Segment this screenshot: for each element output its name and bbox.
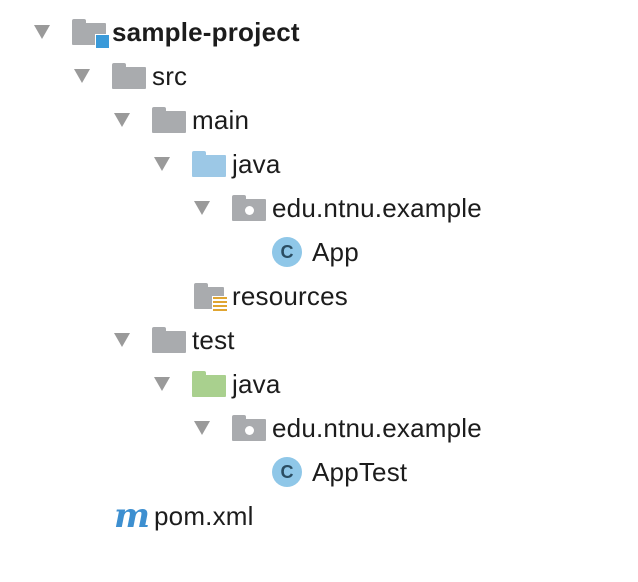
module-folder-icon	[72, 19, 110, 49]
chevron-down-icon[interactable]	[154, 157, 170, 171]
chevron-down-icon[interactable]	[34, 25, 50, 39]
tree-node-test-package[interactable]: edu.ntnu.example	[194, 410, 482, 446]
chevron-down-icon[interactable]	[154, 377, 170, 391]
folder-icon	[152, 107, 186, 133]
tree-node-label: edu.ntnu.example	[272, 192, 482, 223]
tree-node-main[interactable]: main	[114, 102, 249, 138]
maven-icon: m	[114, 496, 150, 536]
tree-node-sample-project[interactable]: sample-project	[34, 14, 300, 50]
tree-node-src[interactable]: src	[74, 58, 187, 94]
tree-node-main-package[interactable]: edu.ntnu.example	[194, 190, 482, 226]
source-root-folder-icon	[192, 151, 226, 177]
tree-node-label: pom.xml	[154, 500, 254, 531]
chevron-down-icon[interactable]	[114, 113, 130, 127]
tree-node-label: test	[192, 324, 235, 355]
resources-folder-icon	[194, 283, 228, 312]
tree-node-label: sample-project	[112, 16, 300, 47]
package-icon	[232, 195, 266, 221]
tree-node-test-java[interactable]: java	[154, 366, 281, 402]
chevron-down-icon[interactable]	[114, 333, 130, 347]
tree-node-label: java	[232, 368, 281, 399]
tree-node-label: AppTest	[312, 456, 408, 487]
package-icon	[232, 415, 266, 441]
test-root-folder-icon	[192, 371, 226, 397]
tree-node-app-test[interactable]: C AppTest	[272, 454, 407, 490]
folder-icon	[112, 63, 146, 89]
tree-node-label: java	[232, 148, 281, 179]
tree-node-label: App	[312, 236, 359, 267]
chevron-down-icon[interactable]	[194, 201, 210, 215]
folder-icon	[152, 327, 186, 353]
tree-node-pom[interactable]: m pom.xml	[114, 498, 254, 534]
class-icon: C	[272, 237, 302, 267]
chevron-down-icon[interactable]	[74, 69, 90, 83]
tree-node-label: src	[152, 60, 188, 91]
chevron-down-icon[interactable]	[194, 421, 210, 435]
tree-node-app[interactable]: C App	[272, 234, 359, 270]
tree-node-label: resources	[232, 280, 348, 311]
tree-node-resources[interactable]: resources	[194, 278, 348, 314]
tree-node-label: edu.ntnu.example	[272, 412, 482, 443]
tree-node-label: main	[192, 104, 250, 135]
class-icon: C	[272, 457, 302, 487]
tree-node-test[interactable]: test	[114, 322, 235, 358]
tree-node-main-java[interactable]: java	[154, 146, 281, 182]
